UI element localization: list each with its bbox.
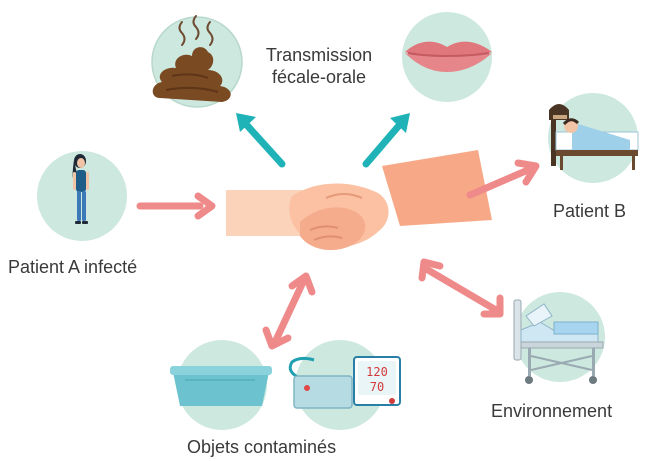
- label-objets: Objets contaminés: [187, 436, 336, 458]
- monitor-reading-top: 120: [366, 365, 388, 379]
- label-patient-a: Patient A infecté: [8, 256, 137, 278]
- label-transmission-line1: Transmission: [244, 44, 394, 66]
- arrow-from-patient-a: [140, 196, 212, 216]
- label-transmission-line2: fécale-orale: [244, 66, 394, 88]
- arrow-to-poop: [236, 113, 282, 164]
- label-transmission: Transmission fécale-orale: [244, 44, 394, 88]
- monitor-reading-bottom: 70: [370, 380, 384, 394]
- arrow-objects-bidirectional: [266, 276, 312, 346]
- arrow-to-lips: [366, 113, 410, 164]
- handshake-icon: [226, 150, 492, 250]
- label-patient-b: Patient B: [553, 200, 626, 222]
- basin-icon: [170, 366, 272, 406]
- arrow-environment-bidirectional: [422, 262, 500, 314]
- label-environnement: Environnement: [491, 400, 612, 422]
